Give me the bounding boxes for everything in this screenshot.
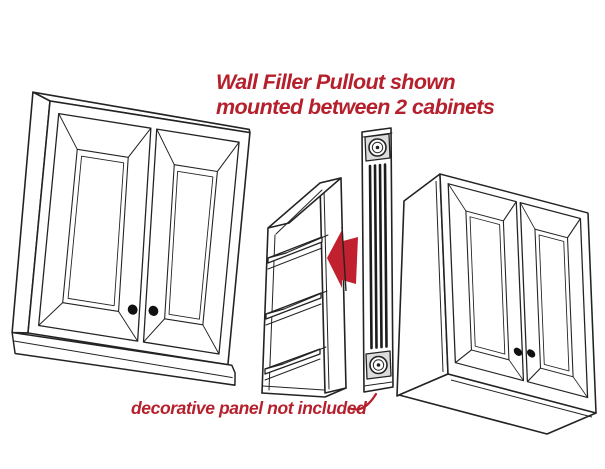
rosette-top <box>364 133 391 162</box>
pullout-top-face <box>267 177 342 229</box>
pullout-bottom-edge <box>261 387 347 398</box>
left-arrow-icon <box>327 228 358 288</box>
left-cabinet-left-door <box>38 112 152 342</box>
decorative-panel-drawing <box>361 127 394 393</box>
left-cabinet-knob-left <box>127 304 138 315</box>
right-cabinet-knob-right <box>526 349 536 358</box>
left-cabinet-drawing <box>11 91 251 386</box>
caption-leader-line <box>347 392 378 411</box>
title: Wall Filler Pullout shown mounted betwee… <box>216 70 495 120</box>
pullout-unit-drawing <box>261 177 347 398</box>
rosette-bottom <box>365 350 392 380</box>
title-line-2: mounted between 2 cabinets <box>216 95 495 119</box>
right-cabinet-left-door <box>447 183 525 382</box>
panel-edge-over-arrow <box>341 226 347 292</box>
right-cabinet-side-face <box>396 173 449 397</box>
left-cabinet-knob-right <box>148 305 159 316</box>
panel-flutes <box>368 163 388 350</box>
pullout-shelf <box>267 234 329 270</box>
pullout-shelf <box>265 290 328 326</box>
pullout-side-panel <box>319 177 347 394</box>
right-cabinet-drawing <box>396 173 597 435</box>
left-cabinet-right-door <box>142 128 240 355</box>
pullout-front-stile <box>261 227 269 394</box>
caption: decorative panel not included <box>131 398 367 418</box>
left-cabinet-bottom-molding <box>11 331 236 386</box>
right-cabinet-right-door <box>519 202 589 399</box>
pullout-shelf <box>264 346 327 381</box>
right-cabinet-knob-left <box>513 347 523 356</box>
title-line-1: Wall Filler Pullout shown <box>216 70 456 94</box>
